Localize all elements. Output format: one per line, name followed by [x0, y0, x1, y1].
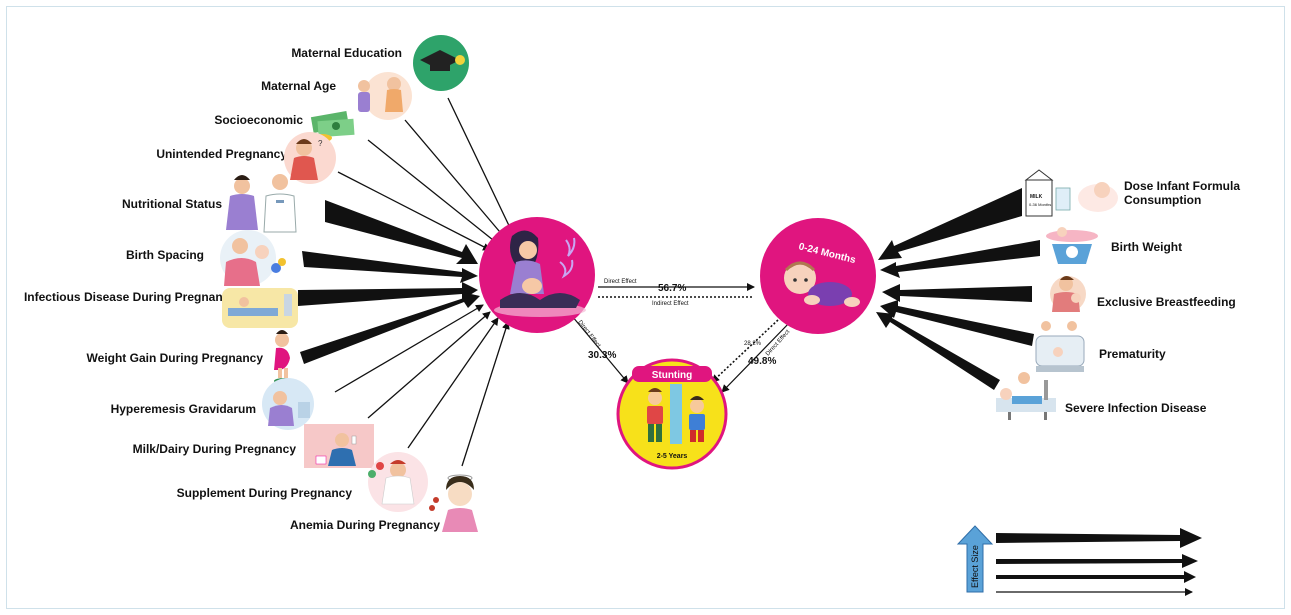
- wedge-severe-infection: [876, 312, 1000, 390]
- doctor-patient-icon: [226, 174, 297, 233]
- left-factor-labels: Maternal Education Maternal Age Socioeco…: [24, 46, 440, 532]
- wedge-formula-consumption: [878, 188, 1022, 260]
- formula-milk-icon: MILK 0-36 Months: [1024, 169, 1118, 217]
- arrow-milk-dairy: [367, 311, 491, 419]
- dotted-infant-to-stunting: [711, 319, 779, 383]
- breastfeeding-icon: [1050, 276, 1086, 312]
- milk-box-sub: 0-36 Months: [1029, 202, 1051, 207]
- arrow-socioeconomic: [367, 139, 499, 245]
- label-birth-weight: Birth Weight: [1111, 240, 1182, 254]
- pct-mother-to-stunting: 30.3%: [588, 350, 616, 361]
- label-anemia: Anemia During Pregnancy: [290, 518, 440, 532]
- arrow-supplement: [407, 317, 499, 449]
- label-nutritional-status: Nutritional Status: [122, 197, 222, 211]
- stunting-age-range: 2-5 Years: [657, 453, 688, 460]
- wedge-weight-gain: [300, 292, 480, 364]
- arrow-maternal-education: [447, 97, 514, 235]
- legend-arrow-small: [996, 571, 1196, 583]
- legend-arrow-medium: [996, 554, 1198, 568]
- right-factor-icons: MILK 0-36 Months: [996, 169, 1118, 420]
- label-maternal-age: Maternal Age: [261, 79, 336, 93]
- svg-text:?: ?: [318, 139, 323, 148]
- pct-mother-to-infant: 56.7%: [658, 283, 686, 294]
- arrow-maternal-age: [404, 119, 506, 239]
- label-weight-gain: Weight Gain During Pregnancy: [87, 351, 264, 365]
- wedge-birth-weight: [880, 240, 1040, 278]
- pct-infant-indirect: 28.2%: [744, 341, 762, 347]
- mother-node: [479, 217, 595, 333]
- left-factor-wedges: [298, 200, 480, 364]
- label-socioeconomic: Socioeconomic: [214, 113, 303, 127]
- wedge-nutritional-status: [325, 200, 478, 264]
- label-prematurity: Prematurity: [1099, 347, 1166, 361]
- scale-icon: [274, 330, 294, 384]
- height-measure-icon: [647, 384, 705, 444]
- supplement-icon: [368, 452, 428, 512]
- stunting-label: Stunting: [652, 370, 693, 381]
- wedge-infectious-disease: [298, 282, 478, 306]
- pregnant-mother-icon: [494, 230, 586, 317]
- wedge-breastfeeding: [882, 284, 1032, 302]
- arrow-unintended-pregnancy: [337, 171, 491, 251]
- sick-child-icon: [996, 372, 1056, 420]
- graduation-cap-icon: [413, 35, 469, 91]
- up-arrow-icon: Effect Size: [956, 525, 994, 593]
- label-exclusive-breastfeeding: Exclusive Breastfeeding: [1097, 295, 1236, 309]
- figure-frame: [6, 6, 1285, 609]
- label-milk-dairy: Milk/Dairy During Pregnancy: [133, 442, 297, 456]
- label-birth-spacing: Birth Spacing: [126, 248, 204, 262]
- nausea-icon: [262, 378, 314, 430]
- milk-box-text: MILK: [1030, 194, 1043, 200]
- effect-size-legend: Effect Size: [956, 525, 1202, 596]
- milk-drinking-icon: [304, 424, 374, 468]
- label-maternal-education: Maternal Education: [291, 46, 402, 60]
- dizzy-woman-icon: [429, 474, 478, 532]
- pct-infant-to-stunting: 49.8%: [748, 356, 776, 367]
- mother-child-icon: [358, 72, 412, 120]
- label-hyperemesis: Hyperemesis Gravidarum: [111, 402, 256, 416]
- baby-scale-icon: [1046, 227, 1098, 264]
- incubator-icon: [1035, 321, 1085, 372]
- left-factor-icons: ?: [220, 35, 478, 532]
- right-factor-wedges: [876, 188, 1040, 390]
- right-factor-labels: Dose Infant Formula Consumption Birth We…: [1065, 179, 1240, 415]
- crawling-baby-icon: [784, 261, 860, 307]
- mother-baby-icon: [220, 230, 286, 286]
- legend-arrow-large: [996, 528, 1202, 548]
- label-formula-consumption-line2: Consumption: [1124, 193, 1201, 207]
- wedge-prematurity: [880, 300, 1034, 346]
- label-formula-consumption-line1: Dose Infant Formula: [1124, 179, 1240, 193]
- arrow-hyperemesis: [334, 304, 484, 393]
- label-severe-infection: Severe Infection Disease: [1065, 401, 1207, 415]
- label-supplement: Supplement During Pregnancy: [177, 486, 353, 500]
- indirect-effect-label: Indirect Effect: [652, 301, 689, 307]
- arrow-mother-to-stunting: [571, 315, 629, 384]
- label-infectious-disease: Infectious Disease During Pregnancy: [24, 290, 236, 304]
- arrow-infant-to-stunting: [721, 319, 793, 393]
- stunting-node: Stunting 2-5 Years: [616, 358, 728, 470]
- effect-size-label: Effect Size: [970, 545, 980, 588]
- pregnant-woman-icon: ?: [284, 132, 336, 184]
- label-unintended-pregnancy: Unintended Pregnancy: [156, 147, 287, 161]
- direct-effect-label-left: Direct Effect: [576, 320, 601, 350]
- direct-effect-label-top: Direct Effect: [604, 279, 637, 285]
- hospital-bed-icon: [222, 288, 298, 328]
- arrow-anemia: [461, 321, 510, 467]
- infant-node: 0-24 Months: [760, 218, 876, 334]
- left-factor-arrows: [334, 97, 514, 467]
- wedge-birth-spacing: [302, 251, 478, 283]
